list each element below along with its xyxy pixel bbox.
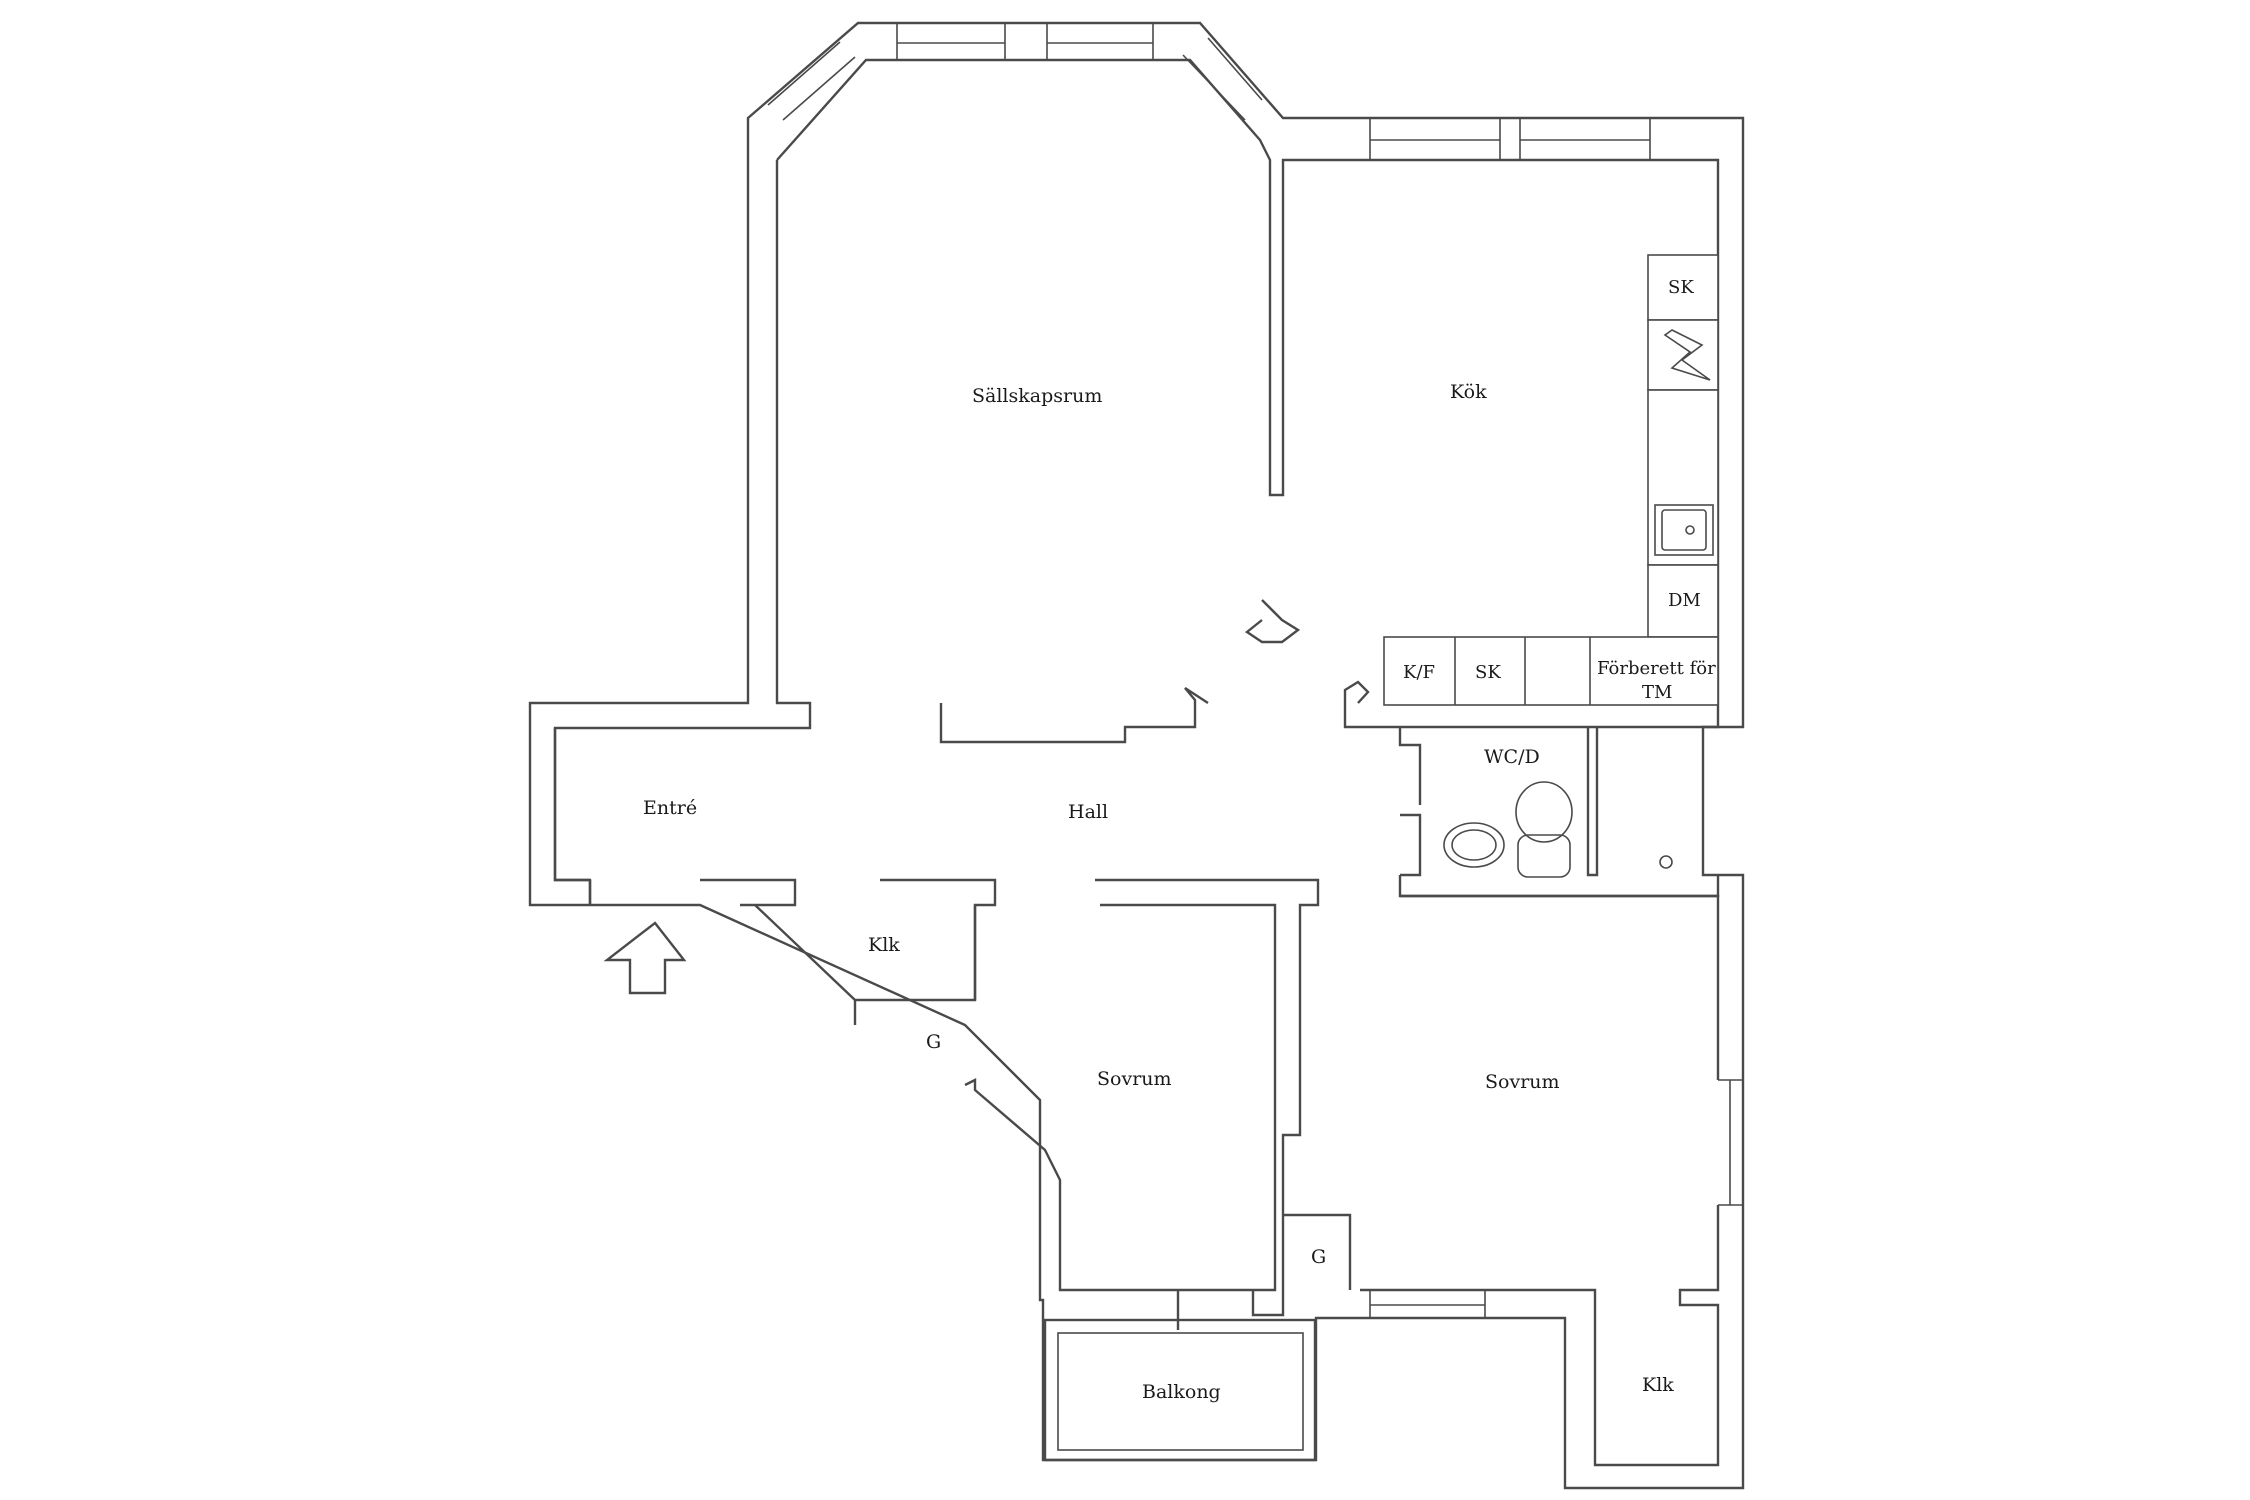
hall-bottom-wall-1 [588,878,797,907]
stove-icon [1663,329,1711,381]
closet-wall [754,904,977,1001]
windows-top [767,23,1651,160]
label-kok: Kök [1450,381,1487,403]
label-tm-line1: Förberett för [1597,658,1716,679]
sink-box [1654,504,1714,556]
inner-wall-living [553,160,812,882]
balcony-inner [1057,1332,1304,1451]
balcony-outline [1043,1318,1317,1462]
kitchen-entry-stub [1343,680,1370,704]
tap-icon [1659,855,1673,869]
label-sovrum-right: Sovrum [1485,1071,1560,1093]
label-kf: K/F [1403,662,1435,683]
inner-wall-entry [553,728,592,905]
bedroom-window [1718,1079,1743,1206]
label-sk-top: SK [1668,277,1694,298]
label-sovrum-left: Sovrum [1097,1068,1172,1090]
entrance-arrow-icon [603,921,687,995]
wardrobe-right [1283,1213,1352,1290]
label-sk-bottom: SK [1475,662,1501,683]
bedroom-bottom-window [1369,1290,1486,1318]
bathroom [1398,727,1720,898]
washbasin-icon [1443,822,1505,868]
label-dm: DM [1668,590,1701,611]
label-sallskapsrum: Sällskapsrum [972,385,1102,407]
toilet-icon [1517,834,1571,878]
kitchen-counter [1383,254,1719,706]
label-g-right: G [1311,1246,1326,1268]
bedroom-right-walls [1360,894,1720,1467]
label-hall: Hall [1068,801,1108,823]
partition-wall [939,686,1209,744]
bedroom-left-walls [964,878,1320,1330]
sink-icon [1661,509,1707,551]
label-balkong: Balkong [1142,1381,1221,1403]
label-g-left: G [926,1031,941,1053]
outer-wall [528,21,1745,1490]
label-klk-left: Klk [868,934,900,956]
label-wcd: WC/D [1484,746,1540,768]
inner-wall-living-top [776,58,1720,703]
kitchen-stub [1244,599,1301,644]
label-klk-right: Klk [1642,1374,1674,1396]
label-tm-line2: TM [1642,682,1672,703]
inner-wall-kitchen-bottom [1343,703,1720,729]
label-entre: Entré [643,797,697,819]
